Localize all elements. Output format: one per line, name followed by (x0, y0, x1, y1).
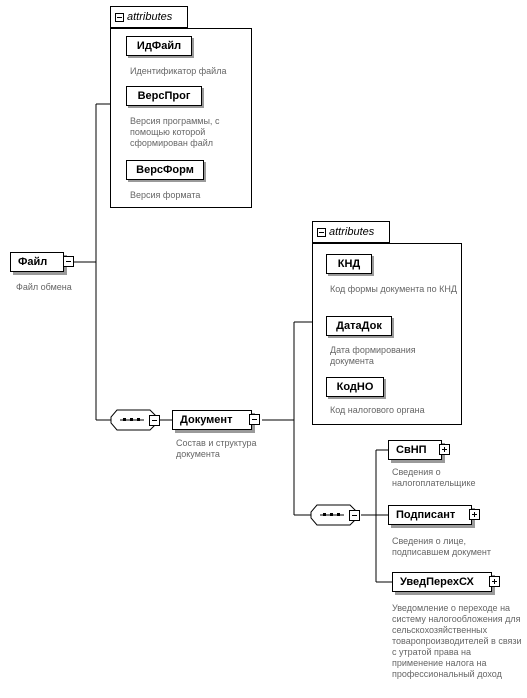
element-dokument[interactable]: Документ (172, 410, 252, 430)
attribute-versprog[interactable]: ВерсПрог (126, 86, 202, 106)
attribute-datadok[interactable]: ДатаДок (326, 316, 392, 336)
element-description: Уведомление о переходе на систему налого… (392, 603, 522, 679)
attributes-group-tab[interactable]: attributes (312, 221, 390, 243)
attribute-versform[interactable]: ВерсФорм (126, 160, 204, 180)
attribute-knd[interactable]: КНД (326, 254, 372, 274)
element-name: УведПерехСХ (400, 576, 474, 588)
element-podpisant[interactable]: Подписант (388, 505, 472, 525)
element-uvedperehsh[interactable]: УведПерехСХ (392, 572, 492, 592)
collapse-toggle-icon[interactable] (149, 415, 160, 426)
collapse-toggle-icon[interactable] (349, 510, 360, 521)
attributes-group-tab[interactable]: attributes (110, 6, 188, 28)
attribute-description: Версия программы, с помощью которой сфор… (130, 116, 220, 148)
element-svnp[interactable]: СвНП (388, 440, 442, 460)
element-description: Сведения о лице, подписавшем документ (392, 536, 492, 557)
element-description: Файл обмена (16, 282, 72, 292)
collapse-toggle-icon[interactable] (63, 256, 74, 267)
attribute-description: Код формы документа по КНД (330, 284, 457, 294)
element-fajl[interactable]: Файл (10, 252, 64, 272)
collapse-toggle-icon[interactable] (249, 414, 260, 425)
expand-toggle-icon[interactable] (439, 444, 450, 455)
element-name: Подписант (396, 509, 456, 521)
attribute-kodno[interactable]: КодНО (326, 377, 384, 397)
collapse-toggle-icon[interactable] (115, 12, 124, 22)
collapse-toggle-icon[interactable] (317, 227, 326, 237)
element-description: Состав и структура документа (176, 438, 257, 459)
element-description: Сведения о налогоплательщике (392, 467, 476, 488)
element-name: Файл (18, 256, 48, 268)
attribute-description: Код налогового органа (330, 405, 425, 415)
attributes-title: attributes (329, 226, 375, 238)
attribute-description: Версия формата (130, 190, 201, 200)
attributes-title: attributes (127, 11, 173, 23)
expand-toggle-icon[interactable] (489, 576, 500, 587)
attribute-description: Дата формирования документа (330, 345, 416, 366)
attribute-idfajl[interactable]: ИдФайл (126, 36, 192, 56)
element-name: СвНП (396, 444, 427, 456)
expand-toggle-icon[interactable] (469, 509, 480, 520)
attribute-description: Идентификатор файла (130, 66, 227, 76)
element-name: Документ (180, 414, 233, 426)
sequence-compositor-icon[interactable] (110, 409, 162, 431)
sequence-compositor-icon[interactable] (310, 504, 362, 526)
